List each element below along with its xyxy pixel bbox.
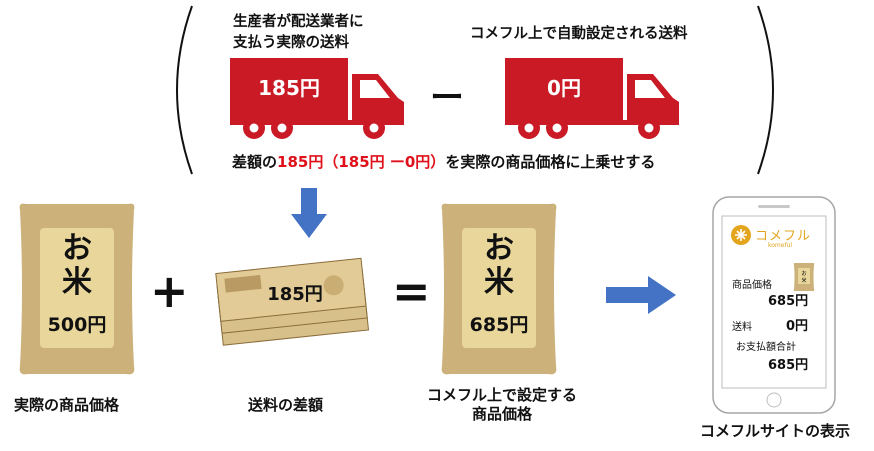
total-value: 685円 [768,358,809,373]
rice-bag-left-label: お 米 [40,232,114,300]
truck-right-caption: コメフル上で自動設定される送料 [470,26,688,42]
difference-suffix: を実際の商品価格に上乗せする [445,153,656,171]
right-arrow-icon [606,276,676,314]
rice-bag-left-price: 500円 [47,314,107,336]
rice-bag-right-price: 685円 [469,314,529,336]
phone-mockup: コメフル komeful 商品価格 お 米 685円 送料 0円 お支払額合計 … [712,196,836,414]
shipping-label: 送料 [732,322,752,333]
minus-sign: ー [430,78,464,118]
svg-text:お: お [801,270,806,277]
rice-bag-right-label-bottom: 米 [484,265,514,300]
truck-left-caption-line2: 支払う実際の送料 [233,35,349,51]
brand-name: コメフル [755,229,812,244]
rice-bag-thumbnail-icon: お 米 [793,263,815,291]
right-parenthesis [757,5,774,175]
truck-left: 185円 [228,56,408,140]
rice-bag-left-label-top: お [62,231,92,266]
rice-bag-left-label-bottom: 米 [62,265,92,300]
difference-statement: 差額の185円（185円 ー0円）を実際の商品価格に上乗せする [232,151,655,172]
truck-left-icon [230,58,404,139]
svg-text:米: 米 [801,277,806,284]
difference-prefix: 差額の [232,153,278,171]
difference-value: 185円（185円 ー0円） [277,153,446,171]
phone-frame-icon [712,196,836,414]
rice-bag-right-caption: コメフル上で設定する 商品価格 [412,386,592,424]
rice-bag-left: お 米 500円 [16,200,138,378]
money-stack-icon [215,257,370,346]
down-arrow-icon [291,188,327,238]
truck-right: 0円 [503,56,683,140]
komeful-logo-icon [731,225,751,245]
left-parenthesis [176,5,193,175]
money-caption: 送料の差額 [248,396,324,414]
price-label: 商品価格 [732,280,772,291]
money-stack: 185円 [206,250,374,350]
plus-sign: + [150,264,189,318]
truck-left-caption-line1: 生産者が配送業者に [233,14,364,30]
rice-bag-right-caption-line1: コメフル上で設定する [426,386,577,404]
rice-bag-right-caption-line2: 商品価格 [471,405,532,423]
truck-right-value: 0円 [547,76,581,100]
brand-subtitle: komeful [768,242,793,249]
rice-bag-right: お 米 685円 [438,200,560,378]
truck-left-caption: 生産者が配送業者に 支払う実際の送料 [233,12,364,54]
money-value: 185円 [267,284,323,305]
total-label: お支払額合計 [736,342,796,353]
equals-sign: = [392,264,431,318]
rice-bag-right-label: お 米 [462,232,536,300]
shipping-value: 0円 [786,319,809,334]
rice-bag-right-label-top: お [484,231,514,266]
rice-bag-right-icon [441,203,557,375]
truck-right-icon [505,58,679,139]
phone-caption: コメフルサイトの表示 [700,422,851,440]
truck-left-value: 185円 [258,76,320,100]
rice-bag-left-icon [19,203,135,375]
price-value: 685円 [768,294,809,309]
rice-bag-left-caption: 実際の商品価格 [14,396,120,414]
